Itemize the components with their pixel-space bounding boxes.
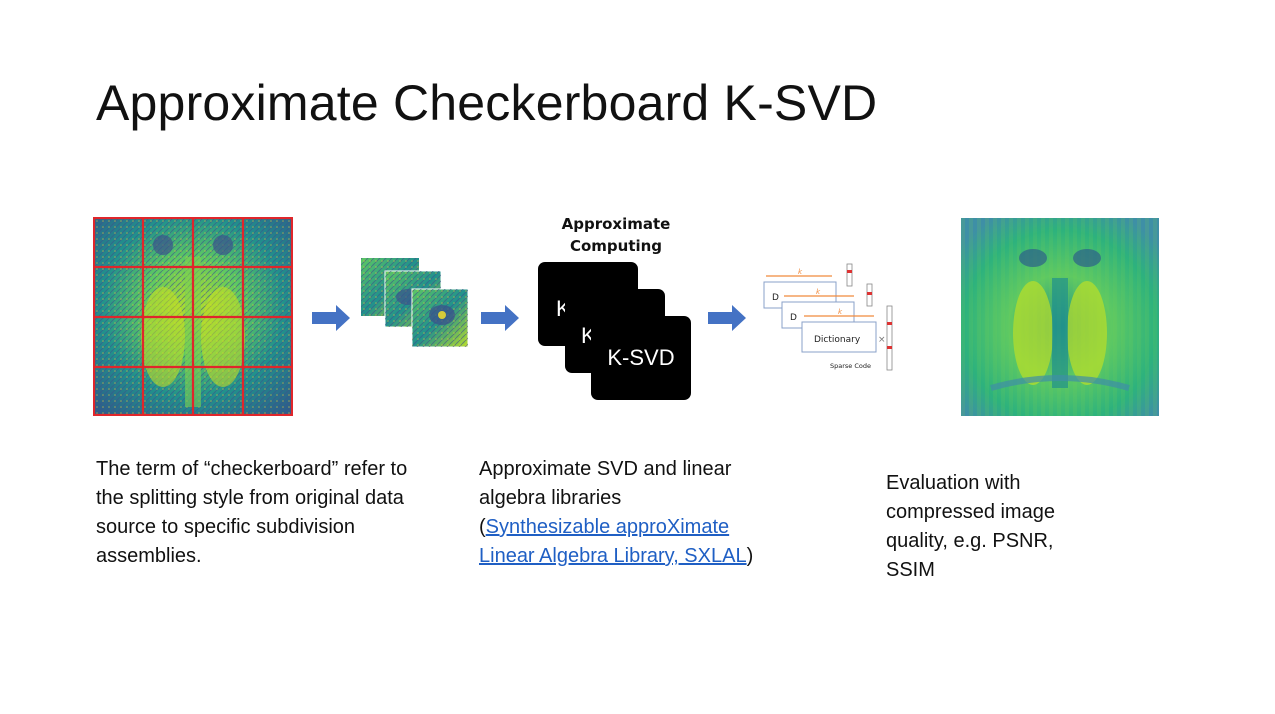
ksvd-card-front-text: K-SVD (607, 345, 675, 370)
k-label-1: k (798, 268, 803, 276)
arrow-right-icon (312, 305, 350, 331)
right-caption: Evaluation with compressed image quality… (886, 472, 1055, 581)
middle-open-paren: ( (479, 516, 486, 538)
middle-caption-text: Approximate SVD and linear algebra libra… (479, 458, 732, 509)
dictionary-sparse-code-diagram: k D k D k Dictionary × Sparse Code (763, 263, 893, 371)
checkerboard-image (93, 217, 293, 416)
approximate-computing-label: Approximate Computing (556, 213, 676, 257)
times-symbol: × (878, 335, 886, 345)
sxlal-link[interactable]: Synthesizable approXimate Linear Algebra… (479, 516, 747, 567)
slide-title: Approximate Checkerboard K-SVD (96, 75, 878, 131)
arrow-right-icon (708, 305, 746, 331)
d-label-1: D (772, 293, 779, 303)
dictionary-box-label: Dictionary (814, 335, 861, 345)
sparse-code-label: Sparse Code (830, 362, 871, 370)
k-label-3: k (838, 308, 843, 316)
middle-close-paren: ) (746, 545, 754, 567)
image-patches (361, 258, 469, 348)
k-label-2: k (816, 288, 821, 296)
ksvd-card-front: K-SVD (591, 316, 691, 400)
approximate-label-line2: Computing (569, 237, 663, 255)
arrow-right-icon (481, 305, 519, 331)
d-label-2: D (790, 313, 797, 323)
left-caption: The term of “checkerboard” refer to the … (96, 458, 408, 567)
middle-caption: Approximate SVD and linear algebra libra… (479, 455, 779, 571)
reconstructed-image (961, 218, 1159, 416)
approximate-label-line1: Approximate (561, 215, 671, 233)
